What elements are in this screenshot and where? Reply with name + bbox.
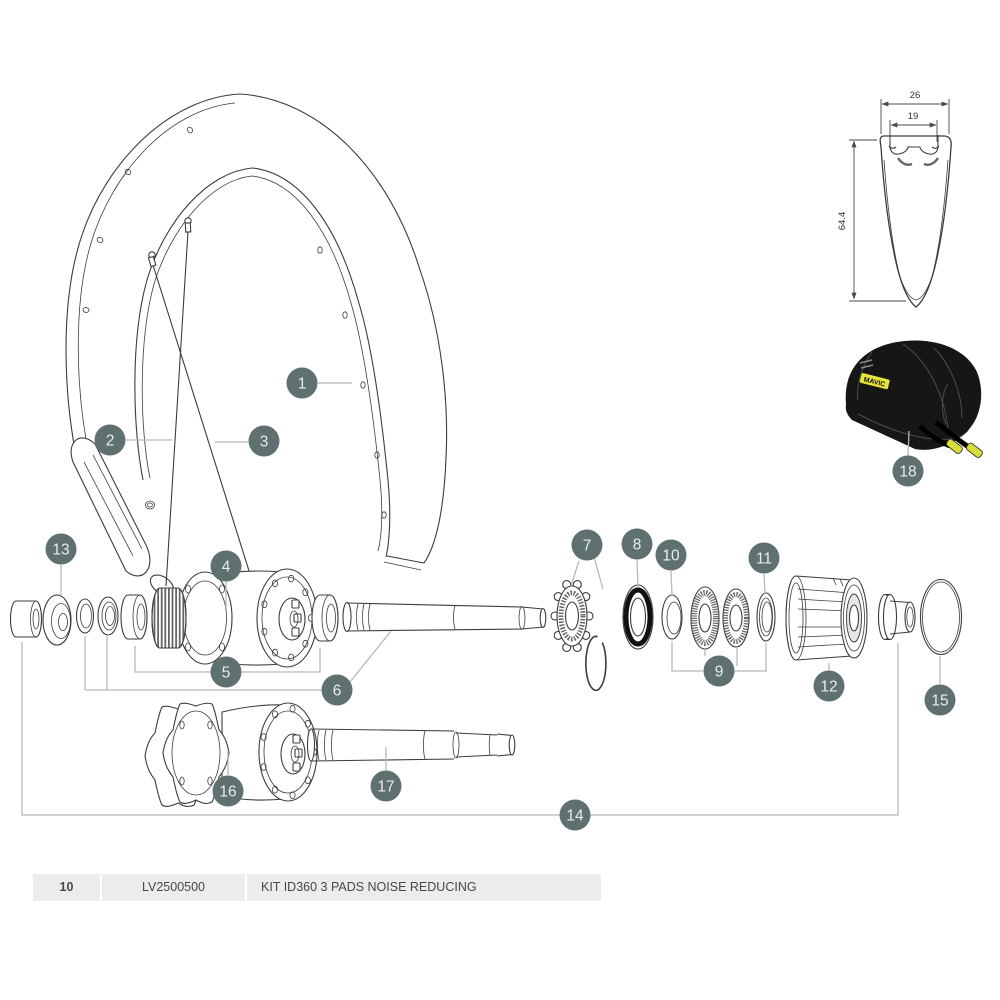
wheel-rim-drawing <box>65 93 448 596</box>
tire-drawing: MAVIC <box>845 340 983 458</box>
leader-7 <box>570 556 604 590</box>
hub-body-drawing <box>151 568 318 668</box>
leader-18 <box>907 430 910 457</box>
circlip-drawing <box>585 635 607 692</box>
spoke-drawing <box>147 217 251 587</box>
svg-text:2: 2 <box>106 433 115 450</box>
rim-outer-width-label: 26 <box>910 90 921 101</box>
leader-6 <box>84 630 392 691</box>
callout-4: 4 <box>210 550 242 582</box>
axle-end-cap-drawing <box>877 593 916 641</box>
freehub-body-drawing <box>785 575 868 661</box>
leader-10 <box>670 570 673 597</box>
leader-14 <box>21 642 899 816</box>
callout-14: 14 <box>559 799 591 831</box>
svg-text:7: 7 <box>583 538 592 555</box>
flange-holes <box>260 704 317 800</box>
lower-axle-drawing <box>306 728 516 762</box>
parts-table: 10 LV2500500 KIT ID360 3 PADS NOISE REDU… <box>33 874 601 901</box>
svg-text:1: 1 <box>298 376 307 393</box>
rim-cross-section-drawing: 26 19 64.4 <box>837 90 952 308</box>
rim-inner-width-label: 19 <box>908 111 919 122</box>
axle-seal-drawing <box>622 584 654 650</box>
svg-text:9: 9 <box>715 664 724 681</box>
seal-ring-drawing <box>97 596 119 636</box>
callout-2: 2 <box>94 424 126 456</box>
leader-8 <box>636 559 639 588</box>
svg-text:11: 11 <box>756 551 772 568</box>
callout-1: 1 <box>286 367 318 399</box>
svg-text:3: 3 <box>260 434 269 451</box>
svg-text:6: 6 <box>333 683 342 700</box>
callout-12: 12 <box>813 670 845 702</box>
tire-bead-tip <box>946 438 963 454</box>
callout-15: 15 <box>924 684 956 716</box>
svg-text:17: 17 <box>377 779 394 796</box>
washer-10-drawing <box>661 594 683 640</box>
tire-bead-tip <box>966 442 983 458</box>
svg-text:4: 4 <box>222 559 231 576</box>
svg-text:15: 15 <box>931 693 948 710</box>
callout-9: 9 <box>703 655 735 687</box>
callout-5: 5 <box>210 656 242 688</box>
svg-text:18: 18 <box>899 464 916 481</box>
rim-depth-label: 64.4 <box>837 212 848 231</box>
ratchet-cone-b-drawing <box>722 588 750 648</box>
svg-text:10: 10 <box>662 548 680 565</box>
cone-cap-drawing <box>42 594 72 646</box>
upper-axle-drawing <box>342 601 547 633</box>
left-end-cap-drawing <box>9 600 43 638</box>
tire-logo-mark <box>859 359 874 369</box>
callout-11: 11 <box>748 542 780 574</box>
svg-text:14: 14 <box>566 808 584 825</box>
part-number-cell: LV2500500 <box>102 874 245 901</box>
right-bearing-drawing <box>311 594 339 642</box>
lower-hub-assembly <box>144 702 516 808</box>
left-bearing-drawing <box>120 594 148 640</box>
callout-13: 13 <box>45 533 77 565</box>
small-washer-drawing <box>75 598 95 634</box>
svg-text:5: 5 <box>222 665 231 682</box>
leader-9 <box>671 641 767 672</box>
ratchet-cone-a-drawing <box>690 586 720 650</box>
callout-3: 3 <box>248 425 280 457</box>
part-ref-cell: 10 <box>33 874 100 901</box>
callout-7: 7 <box>571 529 603 561</box>
callout-8: 8 <box>621 528 653 560</box>
rim-dimension-lines: 26 19 64.4 <box>837 90 950 302</box>
svg-text:8: 8 <box>633 537 642 554</box>
lower-hub-body-drawing <box>144 702 318 808</box>
callout-10: 10 <box>655 539 687 571</box>
svg-text:16: 16 <box>219 784 236 801</box>
exploded-hub-assembly <box>9 568 963 692</box>
svg-text:12: 12 <box>820 679 837 696</box>
part-description-cell: KIT ID360 3 PADS NOISE REDUCING <box>247 874 601 901</box>
callout-18: 18 <box>892 455 924 487</box>
ratchet-ring-drawing <box>550 580 594 652</box>
o-ring-drawing <box>919 578 963 656</box>
leader-11 <box>763 573 766 595</box>
callout-16: 16 <box>212 775 244 807</box>
spacer-ring-drawing <box>756 592 776 642</box>
flange-holes <box>261 574 314 662</box>
spoke-holes <box>82 126 387 519</box>
callouts: 1 2 3 4 5 6 7 8 9 10 11 12 13 14 15 16 1… <box>45 367 956 831</box>
callout-6: 6 <box>321 674 353 706</box>
svg-text:13: 13 <box>52 542 69 559</box>
callout-17: 17 <box>370 770 402 802</box>
